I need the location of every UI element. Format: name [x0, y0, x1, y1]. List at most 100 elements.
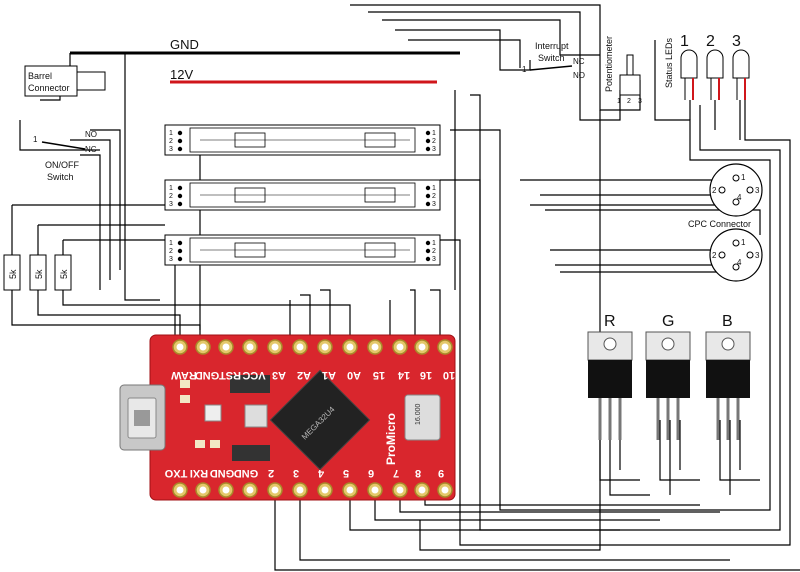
crystal: 16.000: [404, 394, 441, 441]
pin-bottom-txo-label: TXO: [164, 467, 187, 479]
pin-bottom-gnd-label: GND: [234, 467, 259, 479]
module-2-right-pin-1: 1: [432, 185, 436, 192]
pin-top-a0-label: A0: [347, 369, 361, 381]
usb-port: [119, 384, 166, 451]
pin-top-16-label: 16: [420, 369, 432, 381]
onoff-label-line1: ON/OFF: [45, 160, 79, 170]
module-1-right-pin-2: 2: [432, 138, 436, 145]
transistor-g: G: [645, 313, 691, 440]
svg-text:3: 3: [755, 186, 760, 195]
cpc-connector-1: 1 2 3 4: [709, 163, 763, 217]
transistor-b-label: B: [722, 313, 733, 330]
pin-bottom-7-label: 7: [393, 467, 399, 479]
module-1-right-pin-1: 1: [432, 130, 436, 137]
svg-text:3: 3: [755, 251, 760, 260]
resistor-3: 5k: [54, 254, 72, 291]
pin-top-a3-label: A3: [272, 369, 286, 381]
pin-bottom-gnd-label: GND: [210, 467, 235, 479]
module-1-right-pin-3: 3: [432, 146, 436, 153]
module-2-right-pin-2: 2: [432, 193, 436, 200]
pin-top-gnd-label: GND: [195, 369, 220, 381]
on-off-switch: 1 NO NC ON/OFF Switch: [33, 130, 97, 182]
wires: [11, 4, 800, 571]
transistor-r-label: R: [604, 313, 616, 330]
svg-text:4: 4: [737, 193, 742, 202]
module-3-right-pin-2: 2: [432, 248, 436, 255]
led-1-number: 1: [680, 33, 689, 50]
pot-pin-3: 3: [638, 98, 642, 105]
transistor-r: R: [587, 313, 633, 440]
crystal-text: 16.000: [415, 403, 422, 425]
potentiometer: Potentiometer 1 2 3: [604, 36, 642, 105]
led-2: [706, 49, 724, 100]
transistor-b: B: [705, 313, 751, 440]
switch-nc-label: NC: [85, 145, 97, 154]
module-3-left-pin-2: 2: [169, 248, 173, 255]
led-3-number: 3: [732, 33, 741, 50]
mega32u4-chip: MEGA32U4: [269, 369, 371, 471]
cpc-label: CPC Connector: [688, 219, 751, 229]
module-2-left-pin-1: 1: [169, 185, 173, 192]
svg-text:1: 1: [741, 238, 746, 247]
svg-text:2: 2: [712, 251, 717, 260]
12v-label: 12V: [170, 67, 193, 82]
led-1: [680, 49, 698, 100]
module-3-left-pin-3: 3: [169, 256, 173, 263]
switch-no-label: NO: [85, 130, 97, 139]
module-3-right-pin-1: 1: [432, 240, 436, 247]
interrupt-label-line1: Interrupt: [535, 41, 569, 51]
module-1-left-pin-3: 3: [169, 146, 173, 153]
module-1-left-pin-1: 1: [169, 130, 173, 137]
pot-pin-1: 1: [617, 98, 621, 105]
pin-top-15-label: 15: [373, 369, 385, 381]
pin-top-vcc-label: VCC: [242, 369, 265, 381]
resistor-1-value: 5k: [8, 269, 18, 279]
status-leds: Status LEDs 1 2 3: [664, 33, 750, 100]
led-3: [732, 49, 750, 100]
switch-pin-1: 1: [33, 135, 38, 144]
pin-top-a1-label: A1: [322, 369, 336, 381]
interrupt-no: NO: [573, 71, 585, 80]
pin-bottom-rxi-label: RXI: [190, 467, 208, 479]
pin-bottom-3-label: 3: [293, 467, 299, 479]
module-1-left-pin-2: 2: [169, 138, 173, 145]
pin-top-rst-label: RST: [219, 369, 241, 381]
pin-top-14-label: 14: [397, 369, 410, 381]
pin-bottom-8-label: 8: [415, 467, 421, 479]
resistors: 5k 5k 5k: [3, 254, 72, 291]
barrel-connector: Barrel Connector: [24, 65, 106, 97]
interrupt-switch: Interrupt Switch 1 NC NO: [522, 41, 585, 80]
pin-bottom-2-label: 2: [268, 467, 274, 479]
svg-text:4: 4: [737, 258, 742, 267]
cpc-connectors: 1 2 3 4 CPC Connector 1 2 3 4: [688, 163, 763, 282]
resistor-2: 5k: [29, 254, 47, 291]
barrel-label-line1: Barrel: [28, 71, 52, 81]
module-3-left-pin-1: 1: [169, 240, 173, 247]
svg-text:2: 2: [712, 186, 717, 195]
pot-pin-2: 2: [627, 98, 631, 105]
interrupt-label-line2: Switch: [538, 53, 565, 63]
pin-bottom-4-label: 4: [317, 467, 324, 479]
cpc-connector-2: 1 2 3 4: [709, 228, 763, 282]
pin-bottom-9-label: 9: [438, 467, 444, 479]
module-3-right-pin-3: 3: [432, 256, 436, 263]
pin-bottom-6-label: 6: [368, 467, 374, 479]
module-2-left-pin-2: 2: [169, 193, 173, 200]
pin-bottom-5-label: 5: [343, 467, 349, 479]
pin-top-10-label: 10: [443, 369, 455, 381]
pin-top-raw-label: RAW: [171, 369, 197, 381]
gnd-label: GND: [170, 37, 199, 52]
potentiometer-label: Potentiometer: [604, 36, 614, 92]
status-leds-label: Status LEDs: [664, 37, 674, 88]
resistor-2-value: 5k: [34, 269, 44, 279]
led-2-number: 2: [706, 33, 715, 50]
barrel-label-line2: Connector: [28, 83, 70, 93]
